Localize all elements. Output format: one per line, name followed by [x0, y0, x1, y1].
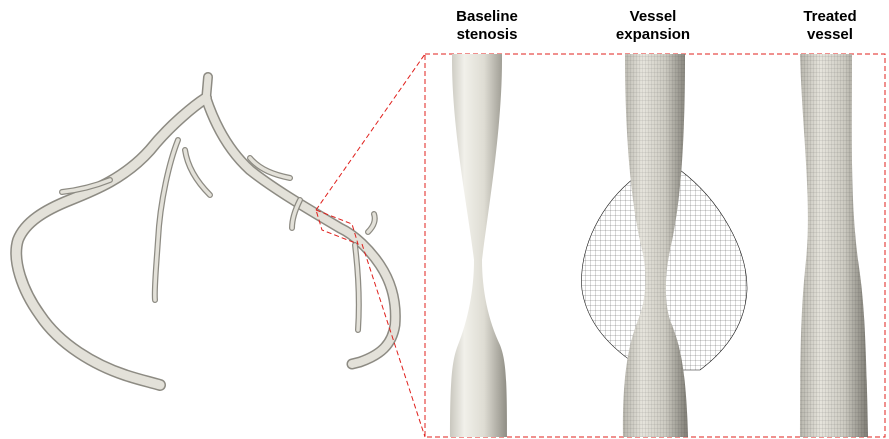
label-expansion-line1: Vessel	[598, 8, 708, 26]
label-expansion-line2: expansion	[598, 26, 708, 44]
label-baseline-line1: Baseline	[440, 8, 534, 26]
baseline-stenosis-vessel	[450, 54, 507, 437]
vessel-expansion	[582, 54, 747, 437]
label-baseline-stenosis: Baseline stenosis	[440, 8, 534, 44]
label-treated-line2: vessel	[783, 26, 877, 44]
branch-2	[185, 150, 210, 195]
label-vessel-expansion: Vessel expansion	[598, 8, 708, 44]
label-treated-line1: Treated	[783, 8, 877, 26]
coronary-tree	[16, 77, 395, 385]
treated-vessel	[800, 54, 868, 437]
label-treated-vessel: Treated vessel	[783, 8, 877, 44]
label-baseline-line2: stenosis	[440, 26, 534, 44]
zoom-line-top	[316, 54, 425, 210]
